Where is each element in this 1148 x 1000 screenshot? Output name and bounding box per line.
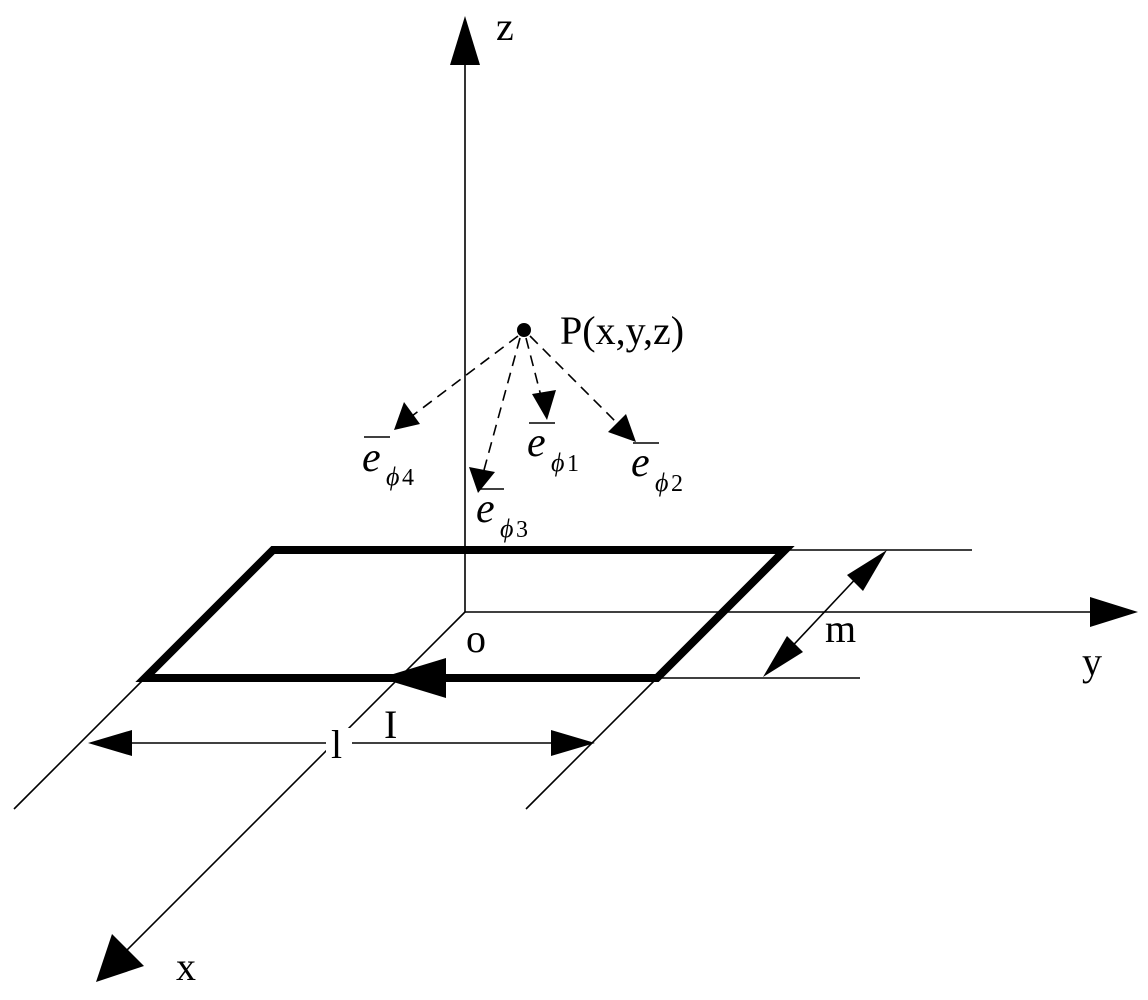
- vector-e-phi-2: [529, 335, 636, 442]
- current-label: I: [384, 702, 397, 747]
- width-dimension: [763, 550, 887, 677]
- svg-text:ϕ: ϕ: [500, 514, 513, 543]
- vector-e-phi-1: [525, 337, 556, 420]
- z-axis-arrowhead: [450, 16, 480, 65]
- vector-e-phi-3: [469, 337, 521, 493]
- y-axis-arrowhead: [1090, 597, 1138, 627]
- svg-text:e: e: [476, 486, 495, 532]
- length-label: l: [331, 722, 342, 767]
- vector-label-e-phi-3: e ϕ 3: [476, 486, 528, 543]
- vector-e-phi-1-arrowhead: [532, 390, 556, 420]
- width-dimension-top-arrowhead: [847, 550, 887, 591]
- vector-e-phi-4: [394, 335, 519, 430]
- vector-e-phi-3-arrowhead: [469, 467, 495, 493]
- current-loop: [135, 546, 795, 682]
- x-axis-arrowhead: [96, 934, 144, 982]
- length-dimension-right-arrowhead: [551, 730, 595, 756]
- z-axis: [450, 16, 480, 612]
- svg-text:e: e: [527, 420, 546, 466]
- vector-label-e-phi-2: e ϕ 2: [631, 440, 683, 497]
- width-dimension-bottom-arrowhead: [763, 636, 803, 677]
- y-axis-label: y: [1082, 639, 1102, 684]
- origin-label: o: [466, 616, 486, 661]
- z-axis-label: z: [496, 4, 514, 49]
- x-axis: [96, 611, 466, 982]
- svg-text:e: e: [631, 440, 650, 486]
- current-direction-arrowhead: [380, 658, 446, 698]
- svg-text:ϕ: ϕ: [386, 462, 399, 491]
- vector-e-phi-2-arrowhead: [608, 414, 636, 442]
- y-axis: [465, 597, 1138, 627]
- x-axis-label: x: [176, 944, 196, 989]
- svg-text:e: e: [362, 435, 381, 481]
- vector-e-phi-4-arrowhead: [394, 402, 420, 430]
- svg-text:2: 2: [671, 471, 683, 497]
- svg-text:ϕ: ϕ: [551, 448, 564, 477]
- svg-text:ϕ: ϕ: [655, 468, 668, 497]
- svg-text:3: 3: [516, 517, 528, 543]
- point-p-label: P(x,y,z): [560, 308, 684, 353]
- point-p-dot: [517, 323, 531, 337]
- svg-text:4: 4: [402, 465, 414, 491]
- left-extension-line: [13, 677, 146, 810]
- length-dimension-left-arrowhead: [88, 730, 132, 756]
- svg-text:1: 1: [567, 451, 579, 477]
- vector-label-e-phi-4: e ϕ 4: [362, 435, 414, 491]
- vector-label-e-phi-1: e ϕ 1: [527, 420, 579, 477]
- width-label: m: [825, 606, 856, 651]
